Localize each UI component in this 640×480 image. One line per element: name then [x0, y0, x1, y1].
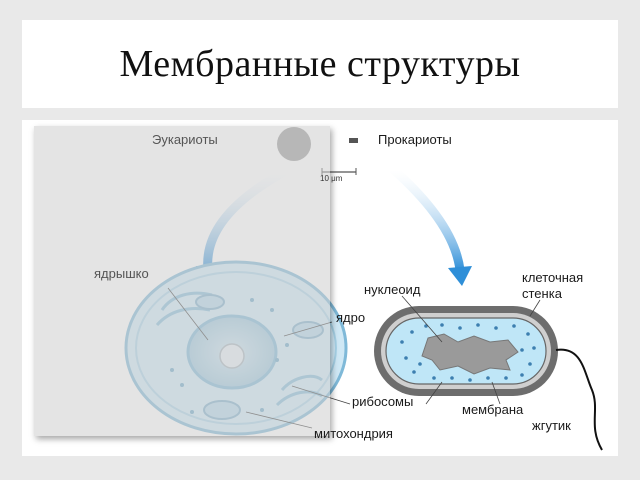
eukaryotes-label: Эукариоты	[152, 132, 218, 147]
prokaryote-arrow-head	[448, 266, 472, 286]
label-membrane: мембрана	[462, 402, 524, 417]
prokaryote-arrow-shaft	[389, 165, 465, 275]
label-nucleolus: ядрышко	[94, 266, 149, 281]
label-ribosomes: рибосомы	[352, 394, 414, 409]
prokaryotic-cell	[374, 306, 603, 451]
gray-overlay-panel	[34, 126, 330, 436]
label-cell-wall-line2: стенка	[522, 286, 562, 301]
label-nucleus: ядро	[336, 310, 366, 325]
label-cell-wall-line1: клеточная	[522, 270, 584, 285]
slide-title: Мембранные структуры	[119, 43, 521, 85]
slide-title-card: Мембранные структуры	[22, 20, 618, 108]
label-flagellum: жгутик	[532, 418, 571, 433]
prokaryote-scale-marker	[349, 138, 358, 143]
diagram-card: Эукариоты Прокариоты 10 μm ядрышко ядро …	[22, 120, 618, 456]
label-mitochondrion: митохондрия	[314, 426, 393, 441]
label-nucleoid: нуклеоид	[364, 282, 421, 297]
scale-label: 10 μm	[320, 174, 343, 183]
prokaryotes-label: Прокариоты	[378, 132, 452, 147]
